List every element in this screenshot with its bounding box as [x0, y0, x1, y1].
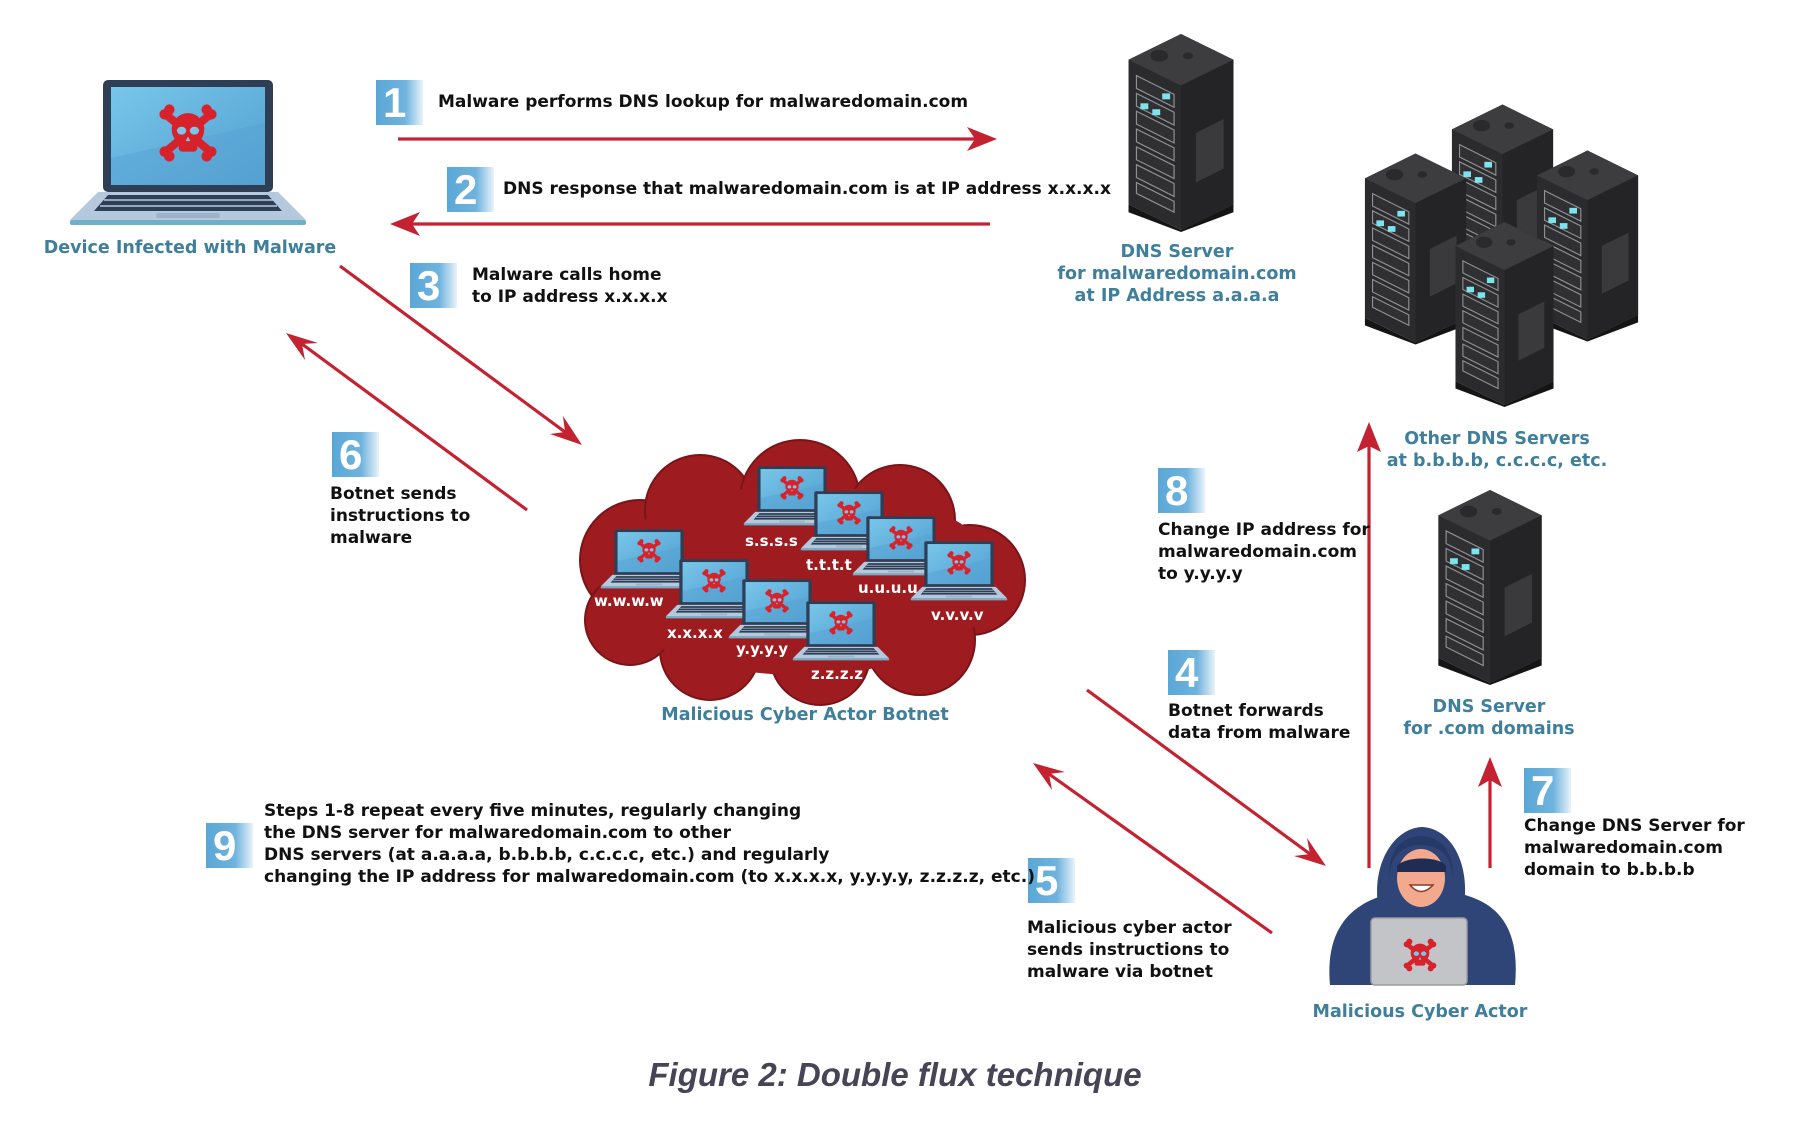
- dns-server-com-label: DNS Server for .com domains: [1403, 697, 1575, 739]
- step-3-badge: 3: [410, 263, 457, 308]
- step-9-text: Steps 1-8 repeat every five minutes, reg…: [264, 801, 1035, 887]
- figure-caption: Figure 2: Double flux technique: [648, 1056, 1142, 1093]
- step-7-text: Change DNS Server for malwaredomain.com …: [1524, 816, 1745, 880]
- step-8-badge: 8: [1158, 468, 1205, 513]
- botnet-label: Malicious Cyber Actor Botnet: [661, 705, 949, 725]
- infected-device-label: Device Infected with Malware: [43, 238, 337, 258]
- host-ip-label: u.u.u.u: [858, 579, 918, 597]
- arrow-step-8: [1357, 422, 1381, 868]
- host-ip-label: s.s.s.s: [745, 532, 798, 550]
- arrow-step-3: [339, 264, 582, 445]
- dns-server-com-icon: [1437, 490, 1543, 685]
- dns-server-primary-icon: [1127, 34, 1235, 232]
- step-2-text: DNS response that malwaredomain.com is a…: [503, 179, 1111, 199]
- arrow-step-4: [1086, 688, 1326, 866]
- host-ip-label: z.z.z.z: [811, 665, 863, 683]
- arrow-step-6: [286, 333, 528, 512]
- arrow-step-2: [390, 212, 990, 236]
- step-7-badge: 7: [1524, 768, 1571, 813]
- step-6-badge: 6: [332, 432, 379, 477]
- other-dns-servers-label: Other DNS Servers at b.b.b.b, c.c.c.c, e…: [1386, 429, 1608, 471]
- step-1-text: Malware performs DNS lookup for malwared…: [438, 92, 969, 112]
- arrow-step-5: [1033, 763, 1273, 935]
- host-ip-label: y.y.y.y: [736, 640, 788, 658]
- server-cluster-icon: [1364, 103, 1639, 407]
- dns-server-primary-label: DNS Server for malwaredomain.com at IP A…: [1057, 242, 1297, 306]
- host-ip-label: v.v.v.v: [931, 606, 984, 624]
- hooded-hacker-icon: [1329, 827, 1516, 986]
- host-ip-label: t.t.t.t: [806, 556, 852, 574]
- step-8-text: Change IP address for malwaredomain.com …: [1158, 520, 1370, 584]
- step-9-badge: 9: [206, 823, 253, 868]
- step-2-badge: 2: [447, 167, 494, 212]
- infected-laptop-icon: [70, 80, 306, 225]
- arrow-step-1: [398, 127, 997, 151]
- step-6-text: Botnet sends instructions to malware: [330, 484, 471, 548]
- cyber-actor-label: Malicious Cyber Actor: [1312, 1002, 1528, 1022]
- step-1-badge: 1: [376, 80, 423, 125]
- step-4-text: Botnet forwards data from malware: [1168, 701, 1351, 743]
- host-ip-label: x.x.x.x: [667, 624, 723, 642]
- arrow-step-7: [1478, 757, 1502, 868]
- botnet-host-labels: s.s.s.s t.t.t.t u.u.u.u v.v.v.v w.w.w.w …: [594, 532, 984, 683]
- host-ip-label: w.w.w.w: [594, 592, 664, 610]
- step-4-badge: 4: [1168, 650, 1215, 695]
- step-5-text: Malicious cyber actor sends instructions…: [1027, 918, 1232, 982]
- step-5-badge: 5: [1028, 858, 1075, 903]
- step-3-text: Malware calls home to IP address x.x.x.x: [472, 265, 668, 307]
